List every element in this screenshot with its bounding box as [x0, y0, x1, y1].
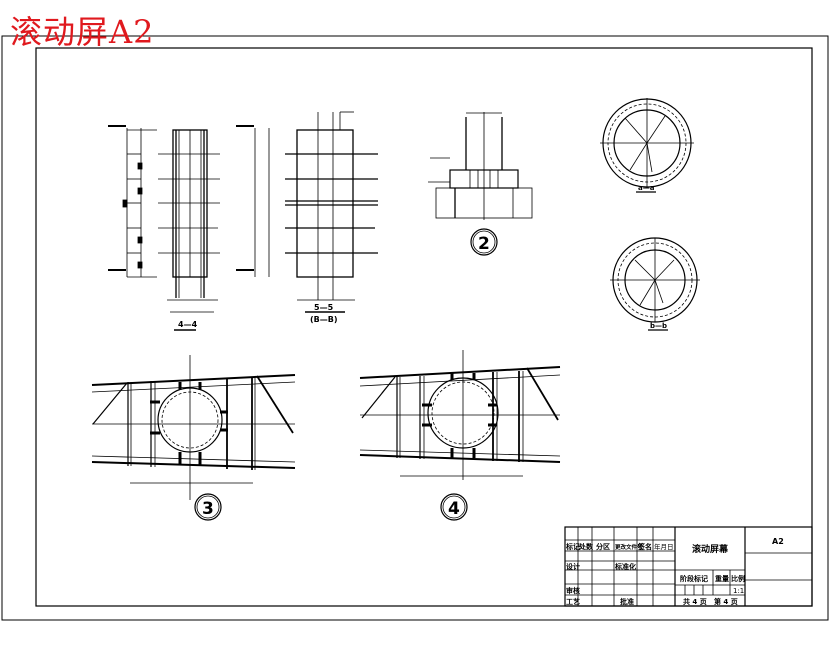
header-count: 处数 — [578, 542, 594, 551]
detail-4-marker — [440, 493, 468, 521]
outer-frame — [1, 35, 829, 621]
detail-2-label: 2 — [478, 234, 490, 254]
title-block: 标记 处数 分区 更改文件号 签名 年月日 设计 标准化 审核 工艺 批准 滚动… — [564, 526, 813, 607]
header-signature: 签名 — [637, 542, 652, 551]
header-change-doc: 更改文件号 — [615, 543, 643, 551]
elevation-5-5: 5—5 (B—B) — [236, 111, 378, 324]
scale-label: 比例 — [731, 574, 745, 583]
design-label: 设计 — [566, 562, 580, 571]
detail-3: 3 — [91, 355, 296, 521]
section-5-5-label: 5—5 — [314, 303, 334, 312]
detail-3-label: 3 — [202, 499, 214, 519]
detail-4: 4 — [359, 350, 561, 521]
scale-value: 1:1 — [733, 587, 744, 595]
page-number: 第 4 页 — [714, 597, 738, 606]
sheet-size: A2 — [772, 537, 784, 546]
section-a-a: a—a — [600, 98, 694, 193]
standardization-label: 标准化 — [614, 562, 636, 571]
elevation-4-4: 4—4 — [108, 125, 220, 331]
detail-2-marker — [470, 228, 498, 256]
section-b-b-label: b—b — [650, 322, 667, 330]
section-4-4-label: 4—4 — [178, 320, 198, 329]
detail-4-label: 4 — [448, 499, 460, 519]
detail-2: 2 — [428, 112, 533, 256]
drawing-title: 滚动屏A2 — [10, 13, 155, 51]
section-a-a-label: a—a — [638, 184, 655, 192]
header-zone: 分区 — [596, 542, 610, 551]
total-pages: 共 4 页 — [683, 597, 707, 606]
drawing-name: 滚动屏幕 — [692, 543, 729, 555]
review-label: 审核 — [566, 586, 580, 595]
section-b-b: b—b — [610, 237, 700, 331]
approve-label: 批准 — [620, 597, 634, 606]
header-mark: 标记 — [565, 542, 580, 551]
process-label: 工艺 — [566, 597, 580, 606]
weight-label: 重量 — [715, 574, 729, 583]
section-5-5-sub-label: (B—B) — [310, 315, 338, 324]
header-date: 年月日 — [654, 542, 674, 551]
stage-mark-label: 阶段标记 — [680, 574, 708, 583]
detail-3-marker — [194, 493, 222, 521]
inner-frame — [35, 47, 813, 607]
